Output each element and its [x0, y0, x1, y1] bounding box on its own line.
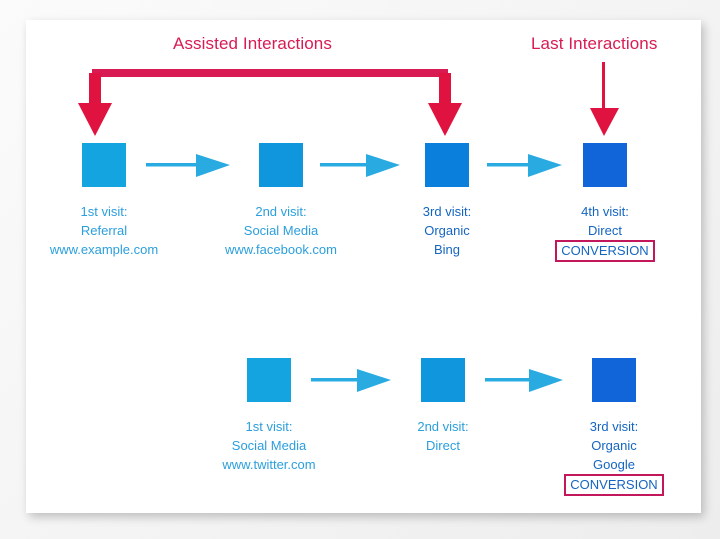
path1-step1-label: 1st visit: Referral www.example.com — [4, 202, 204, 259]
path1-step4-conversion-badge: CONVERSION — [555, 240, 655, 262]
path1-step2-label: 2nd visit: Social Media www.facebook.com — [181, 202, 381, 259]
path1-connector-3 — [487, 154, 562, 177]
path1-step3-source: Bing — [433, 242, 461, 257]
path1-step4-square — [583, 143, 627, 187]
assisted-bracket-bar — [92, 69, 448, 77]
assisted-bracket-left-arrowhead — [78, 103, 112, 136]
path2-connector-1 — [311, 369, 391, 392]
path1-step1-visit: 1st visit: — [80, 204, 128, 219]
path2-step3-visit: 3rd visit: — [589, 419, 639, 434]
path2-step3-channel: Organic — [591, 438, 637, 453]
path2-step2-channel: Direct — [426, 438, 460, 453]
path2-connector-2 — [485, 369, 563, 392]
path2-step1-channel: Social Media — [231, 438, 307, 453]
assisted-bracket-right-arrowhead — [428, 103, 462, 136]
path2-step1-visit: 1st visit: — [245, 419, 293, 434]
path1-step2-channel: Social Media — [243, 223, 319, 238]
path1-connector-2 — [320, 154, 400, 177]
last-interactions-arrow — [590, 62, 619, 136]
path1-step3-channel: Organic — [424, 223, 470, 238]
path1-step1-square — [82, 143, 126, 187]
assisted-interactions-heading: Assisted Interactions — [173, 34, 332, 53]
last-interactions-heading: Last Interactions — [531, 34, 658, 53]
path2-step3-label: 3rd visit: Organic Google CONVERSION — [514, 417, 714, 496]
path2-step2-square — [421, 358, 465, 402]
path2-step3-source: Google — [593, 457, 635, 472]
path1-step1-channel: Referral — [80, 223, 128, 238]
assisted-bracket-left-stem — [89, 73, 101, 107]
path1-connector-1 — [146, 154, 230, 177]
path2-step3-conversion-wrap: CONVERSION — [514, 474, 714, 496]
path2-step3-conversion-badge: CONVERSION — [564, 474, 664, 496]
path1-step2-square — [259, 143, 303, 187]
path1-step4-visit: 4th visit: — [581, 204, 629, 219]
path1-step4-label: 4th visit: Direct CONVERSION — [505, 202, 705, 262]
path1-step1-source: www.example.com — [49, 242, 159, 257]
path2-step2-label: 2nd visit: Direct — [343, 417, 543, 455]
last-arrow-arrowhead — [590, 108, 619, 136]
path2-step2-visit: 2nd visit: — [417, 419, 469, 434]
path1-step3-visit: 3rd visit: — [422, 204, 472, 219]
path2-step3-square — [592, 358, 636, 402]
diagram-card — [26, 20, 701, 513]
path1-step3-square — [425, 143, 469, 187]
path1-step4-conversion-wrap: CONVERSION — [505, 240, 705, 262]
path2-step1-label: 1st visit: Social Media www.twitter.com — [169, 417, 369, 474]
path1-step3-label: 3rd visit: Organic Bing — [347, 202, 547, 259]
assisted-bracket-right-stem — [439, 73, 451, 107]
path2-step1-source: www.twitter.com — [222, 457, 316, 472]
path2-step1-square — [247, 358, 291, 402]
assisted-interactions-bracket — [78, 69, 462, 136]
path1-step4-channel: Direct — [588, 223, 622, 238]
path1-step2-source: www.facebook.com — [225, 242, 337, 257]
path1-step2-visit: 2nd visit: — [255, 204, 307, 219]
last-arrow-stem — [602, 62, 605, 110]
